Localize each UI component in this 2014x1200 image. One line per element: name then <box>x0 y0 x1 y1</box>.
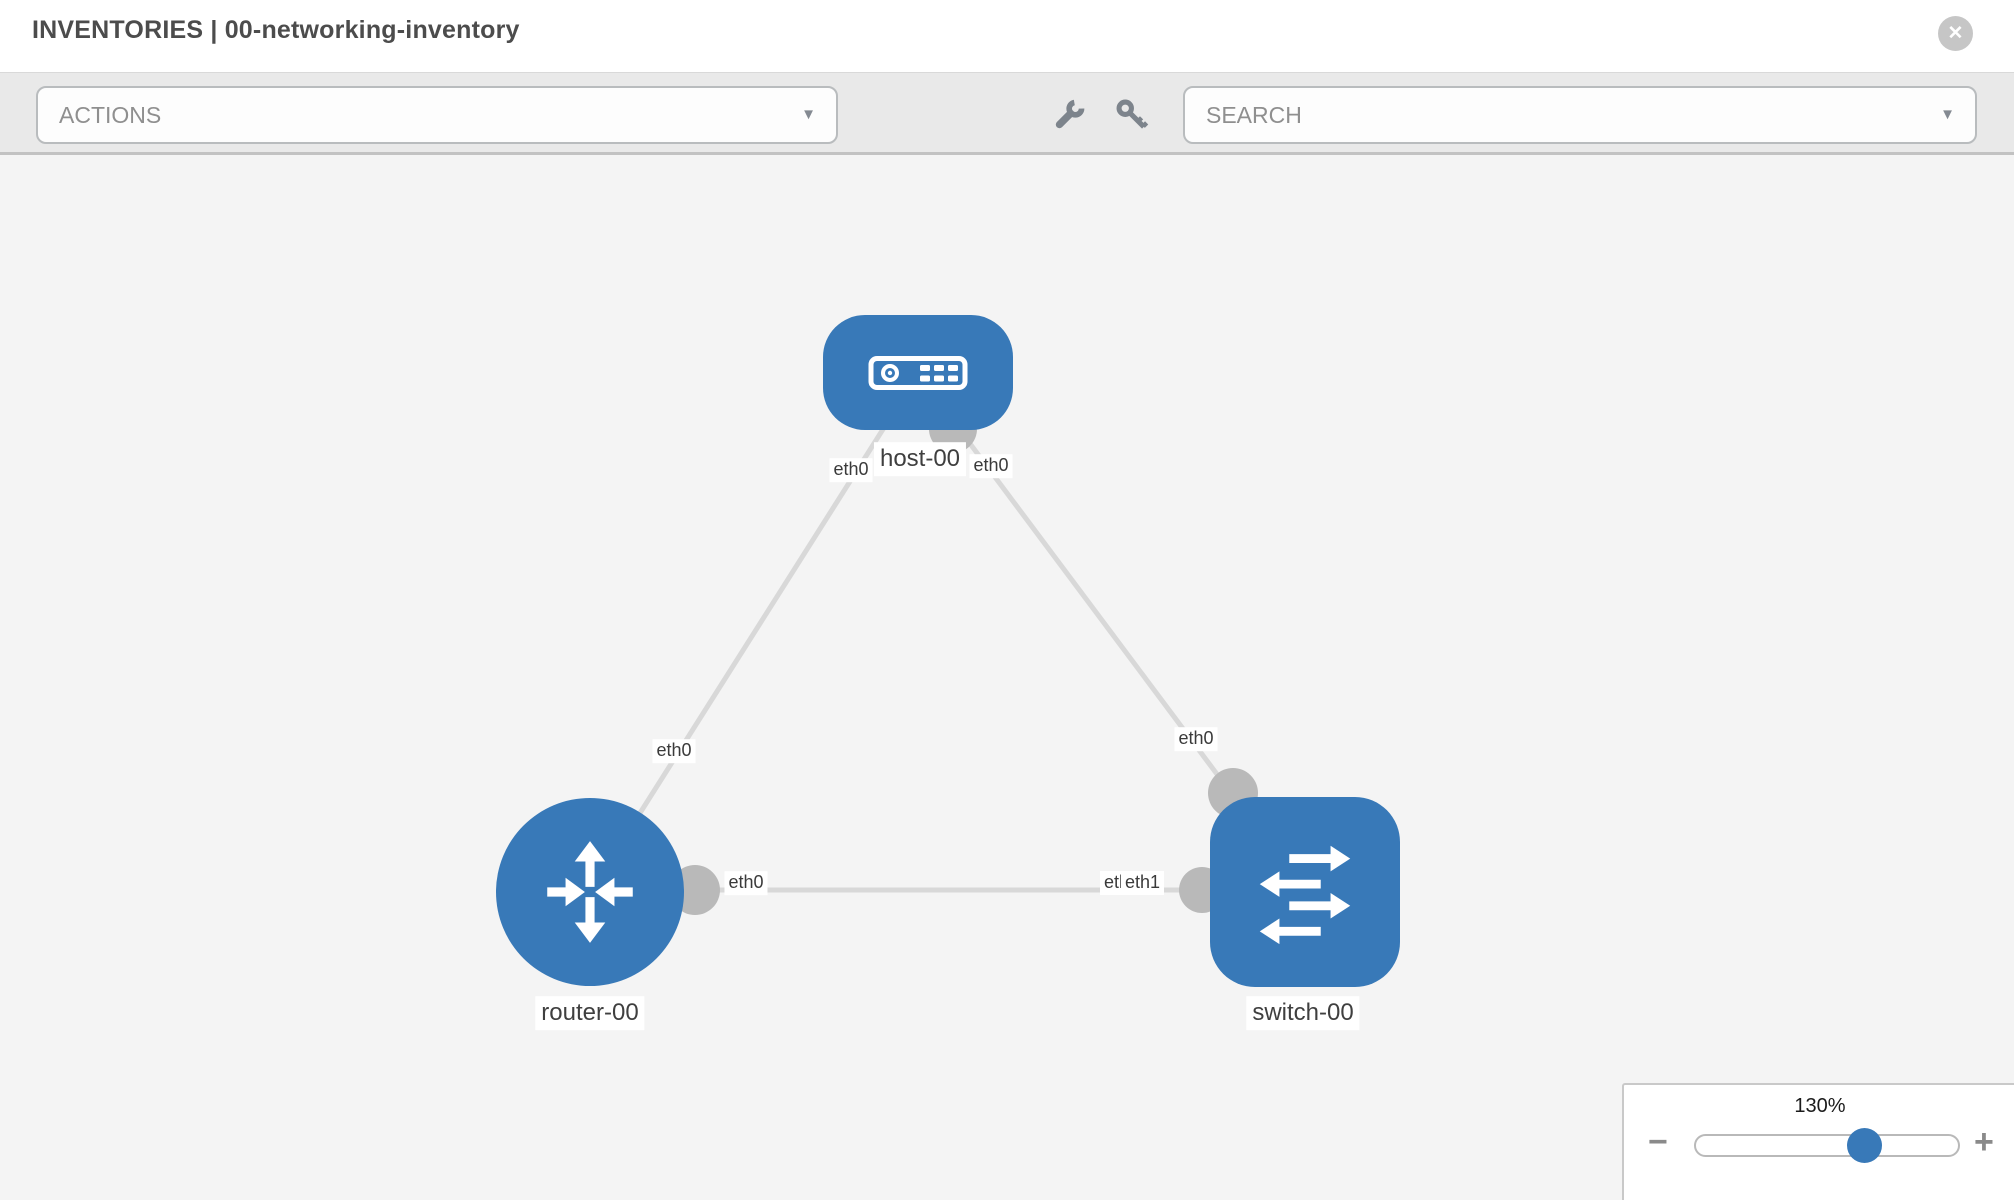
host-icon <box>868 355 968 390</box>
node-label-router: router-00 <box>535 996 645 1030</box>
node-host-00[interactable] <box>823 315 1013 430</box>
node-switch-00[interactable] <box>1210 797 1400 987</box>
panel-header: INVENTORIES | 00-networking-inventory ✕ <box>0 0 2014 72</box>
node-label-host: host-00 <box>873 442 967 476</box>
key-button[interactable] <box>1114 97 1150 138</box>
topology-toolbar: ▼ ▼ <box>0 72 2014 155</box>
switch-icon <box>1259 845 1351 945</box>
node-label-switch: switch-00 <box>1246 996 1360 1030</box>
page-title: INVENTORIES | 00-networking-inventory <box>32 16 520 44</box>
if-label-router-to-host: eth0 <box>652 739 696 763</box>
router-icon <box>547 841 633 943</box>
actions-input[interactable] <box>38 101 836 129</box>
chevron-down-icon: ▼ <box>801 105 816 123</box>
zoom-slider-track[interactable] <box>1694 1134 1960 1157</box>
if-label-host-to-router: eth0 <box>829 458 873 482</box>
if-label-host-to-switch: eth0 <box>969 454 1013 478</box>
if-label-switch-to-router: eth1 <box>1121 871 1165 895</box>
node-router-00[interactable] <box>496 798 684 986</box>
zoom-slider-handle[interactable] <box>1847 1128 1882 1163</box>
key-icon <box>1116 99 1149 129</box>
zoom-in-button[interactable]: + <box>1974 1123 1994 1161</box>
chevron-down-icon: ▼ <box>1940 105 1955 123</box>
actions-dropdown[interactable]: ▼ <box>36 86 838 144</box>
wrench-button[interactable] <box>1051 97 1087 138</box>
close-button[interactable]: ✕ <box>1938 16 1973 51</box>
wrench-icon <box>1055 99 1085 129</box>
if-label-router-to-switch: eth0 <box>724 871 768 895</box>
search-dropdown[interactable]: ▼ <box>1183 86 1977 144</box>
search-input[interactable] <box>1185 101 1975 129</box>
zoom-panel: 130% − + <box>1622 1083 2014 1200</box>
close-icon: ✕ <box>1947 23 1964 44</box>
topology-canvas[interactable] <box>0 155 2014 1200</box>
zoom-out-button[interactable]: − <box>1648 1123 1668 1161</box>
zoom-level-value: 130% <box>1794 1095 1846 1117</box>
if-label-switch-to-host: eth0 <box>1174 727 1218 751</box>
